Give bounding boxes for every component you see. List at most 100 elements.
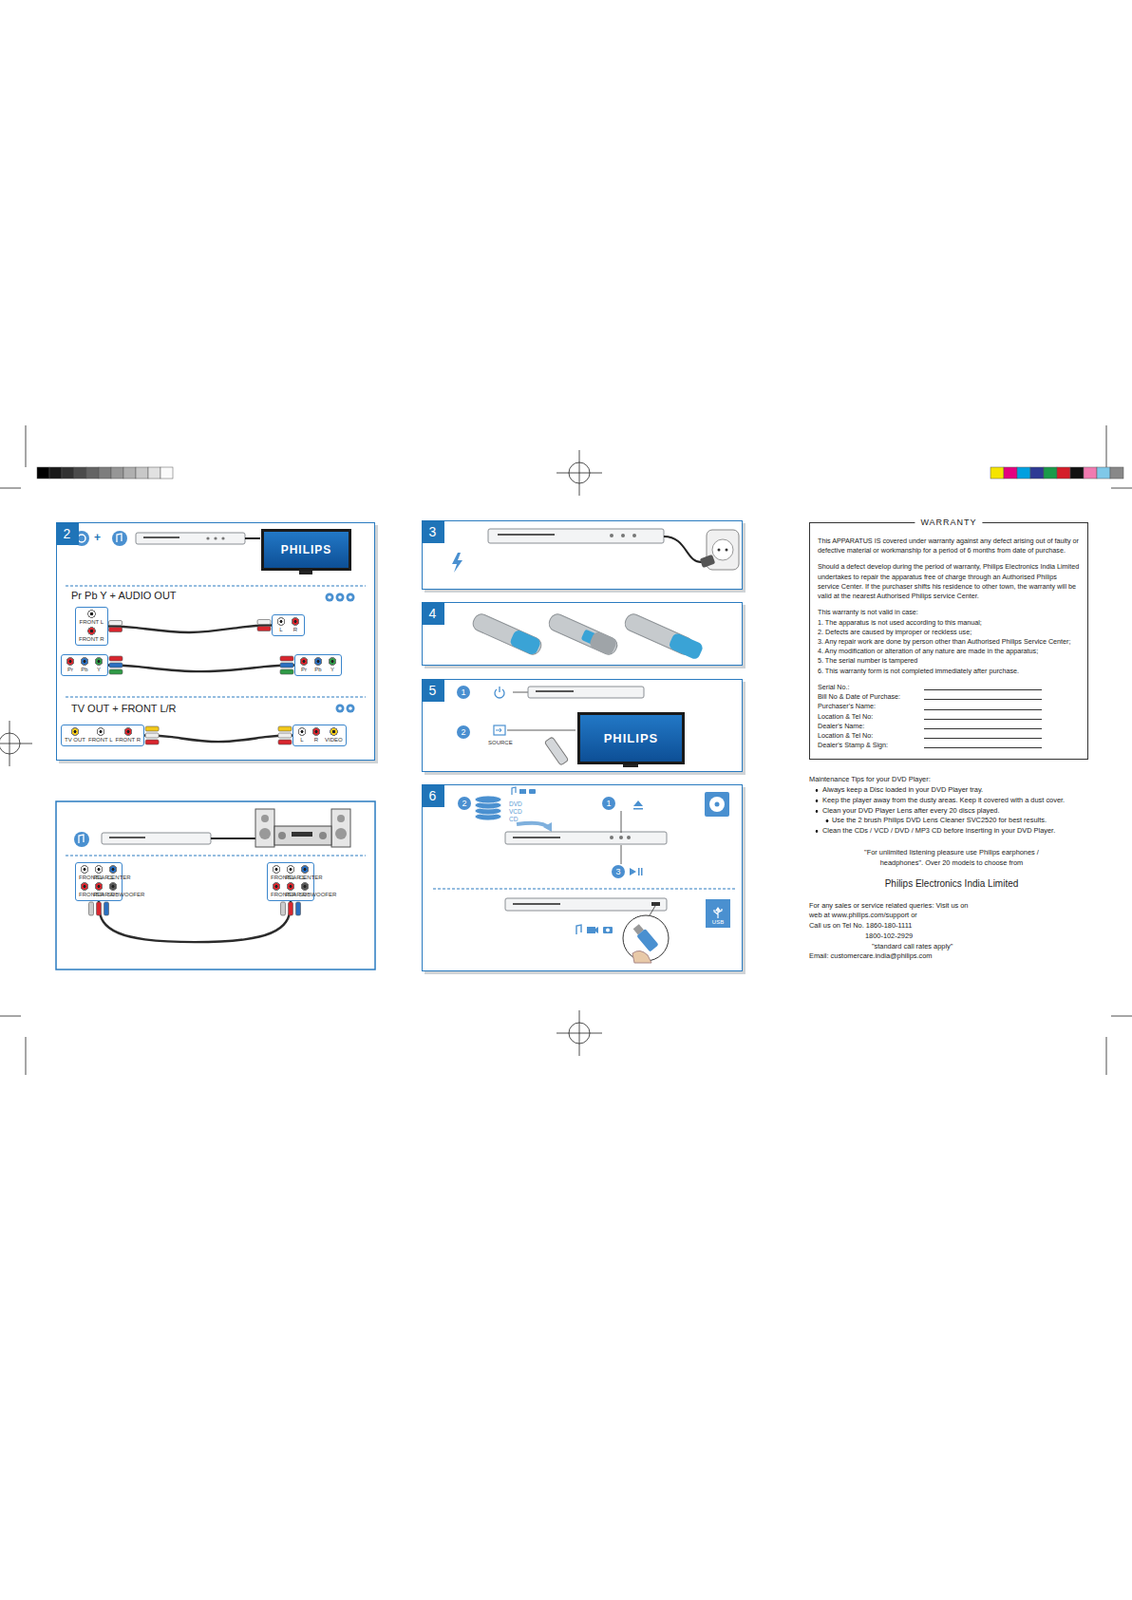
jack-panel: FRONT LFRONT R (75, 606, 109, 646)
power-illustration (452, 552, 463, 573)
jack-label: REAR L (93, 865, 105, 882)
rca-plug (96, 902, 102, 916)
remote-battery-illustration (471, 611, 705, 661)
jack-label: FRONT R (78, 882, 91, 899)
text-column: Maintenance Tips for your DVD Player:Alw… (809, 774, 1095, 963)
audio-connection-illustration (259, 828, 271, 840)
play-illustration (433, 888, 736, 890)
tv-connection-illustration (348, 595, 353, 600)
power-illustration (663, 536, 703, 563)
power-on-illustration (494, 686, 505, 699)
remote-battery-illustration (667, 631, 704, 661)
usb-badge: USB (705, 899, 731, 928)
email-text: Email: customercare.india@philips.com (809, 951, 1095, 963)
rca-plug (145, 739, 159, 745)
play-illustration (632, 950, 652, 963)
disc-type: VCD (509, 808, 523, 816)
remote-battery-illustration (547, 611, 621, 657)
warranty-text: This warranty is not valid in case: (817, 607, 1080, 618)
color-bar (49, 467, 62, 479)
tip-item: Clean your DVD Player Lens after every 2… (809, 806, 1095, 817)
remote-battery-illustration (471, 611, 545, 657)
tv-connection-illustration (338, 706, 342, 711)
power-illustration (609, 533, 614, 538)
color-bar (61, 467, 75, 479)
rca-plug (109, 656, 123, 661)
play-illustration (512, 836, 561, 839)
tv-screen: PHILIPS (577, 712, 685, 765)
color-bar (148, 467, 161, 479)
jack-label: REAR L (284, 865, 297, 882)
plus-sign: + (94, 531, 101, 545)
tv-connection-illustration (346, 704, 356, 714)
tv-connection-illustration (206, 536, 209, 540)
warranty-box: WARRANTYThis APPARATUS IS covered under … (809, 522, 1089, 760)
color-bar (135, 467, 149, 479)
color-bar (1017, 467, 1031, 479)
rca-plug (104, 902, 110, 916)
power-on-illustration (544, 736, 568, 766)
audio-connection-illustration (335, 828, 347, 840)
power-illustration (488, 528, 664, 544)
play-illustration (715, 802, 720, 808)
step-number: 2 (56, 522, 79, 546)
warranty-text: 2. Defects are caused by improper or rec… (817, 627, 1080, 638)
jack-label: R (289, 617, 302, 634)
color-bar (1043, 467, 1057, 479)
color-bar (86, 467, 99, 479)
warranty-text: 4. Any modification or alteration of any… (817, 646, 1080, 657)
tv-connection-illustration (325, 593, 335, 603)
jack-label: FRONT L (270, 865, 283, 882)
audio-connection-illustration (261, 814, 269, 823)
jack-panel: LRVIDEO (292, 724, 347, 747)
form-field: Purchaser's Name: (817, 701, 1080, 712)
audio-connection-illustration (255, 809, 275, 848)
power-illustration (712, 539, 734, 561)
power-illustration (452, 528, 739, 573)
play-illustration (474, 795, 502, 804)
av-cable (144, 735, 293, 743)
crop-marks (0, 425, 1132, 1076)
jack-label: Pb (78, 657, 91, 674)
jack-panel: TV OUTFRONT LFRONT R (60, 724, 145, 747)
jack-label: REAR R (93, 882, 105, 899)
audio-connection-illustration (78, 834, 84, 844)
audio-connection-illustration (331, 809, 351, 848)
color-bar (1096, 467, 1111, 479)
phone-number: 1800-102-2929 (809, 931, 1095, 943)
usb-icon (714, 907, 722, 919)
play-illustration (505, 831, 667, 845)
jack-label: FRONT L (78, 609, 105, 626)
step-panel: 3 (421, 520, 743, 590)
play-illustration (586, 926, 596, 934)
power-on-illustration (507, 730, 576, 732)
form-field: Location & Tel No: (817, 731, 1080, 741)
rca-plug (257, 626, 271, 632)
power-on-illustration (493, 725, 506, 736)
form-field: Dealer's Name: (817, 721, 1080, 732)
play-illustration (474, 795, 502, 821)
callout-number: 1 (456, 685, 471, 699)
tv-screen: PHILIPS (261, 528, 352, 571)
section-heading: Pr Pb Y + AUDIO OUT (71, 589, 177, 603)
power-on-illustration (512, 692, 529, 694)
power-on-illustration (544, 736, 568, 766)
play-illustration (605, 928, 610, 933)
tv-connection-illustration (65, 585, 366, 698)
tv-connection-illustration (336, 704, 345, 714)
audio-connection-illustration (291, 831, 313, 837)
play-illustration (603, 926, 613, 934)
tip-subitem: Use the 2 brush Philips DVD Lens Cleaner… (809, 815, 1095, 827)
audio-connection-illustration (274, 826, 332, 846)
rca-plug (109, 662, 123, 668)
play-illustration (636, 928, 659, 953)
tv-connection-illustration (116, 533, 122, 543)
play-illustration (649, 905, 656, 916)
callout-number: 2 (456, 725, 471, 739)
jack-label: R (310, 727, 322, 744)
tv-connection-illustration (338, 595, 342, 600)
power-illustration (621, 533, 625, 538)
disc-type: CD (509, 815, 518, 824)
play-illustration (633, 800, 643, 811)
crop-marks (0, 425, 1132, 1076)
